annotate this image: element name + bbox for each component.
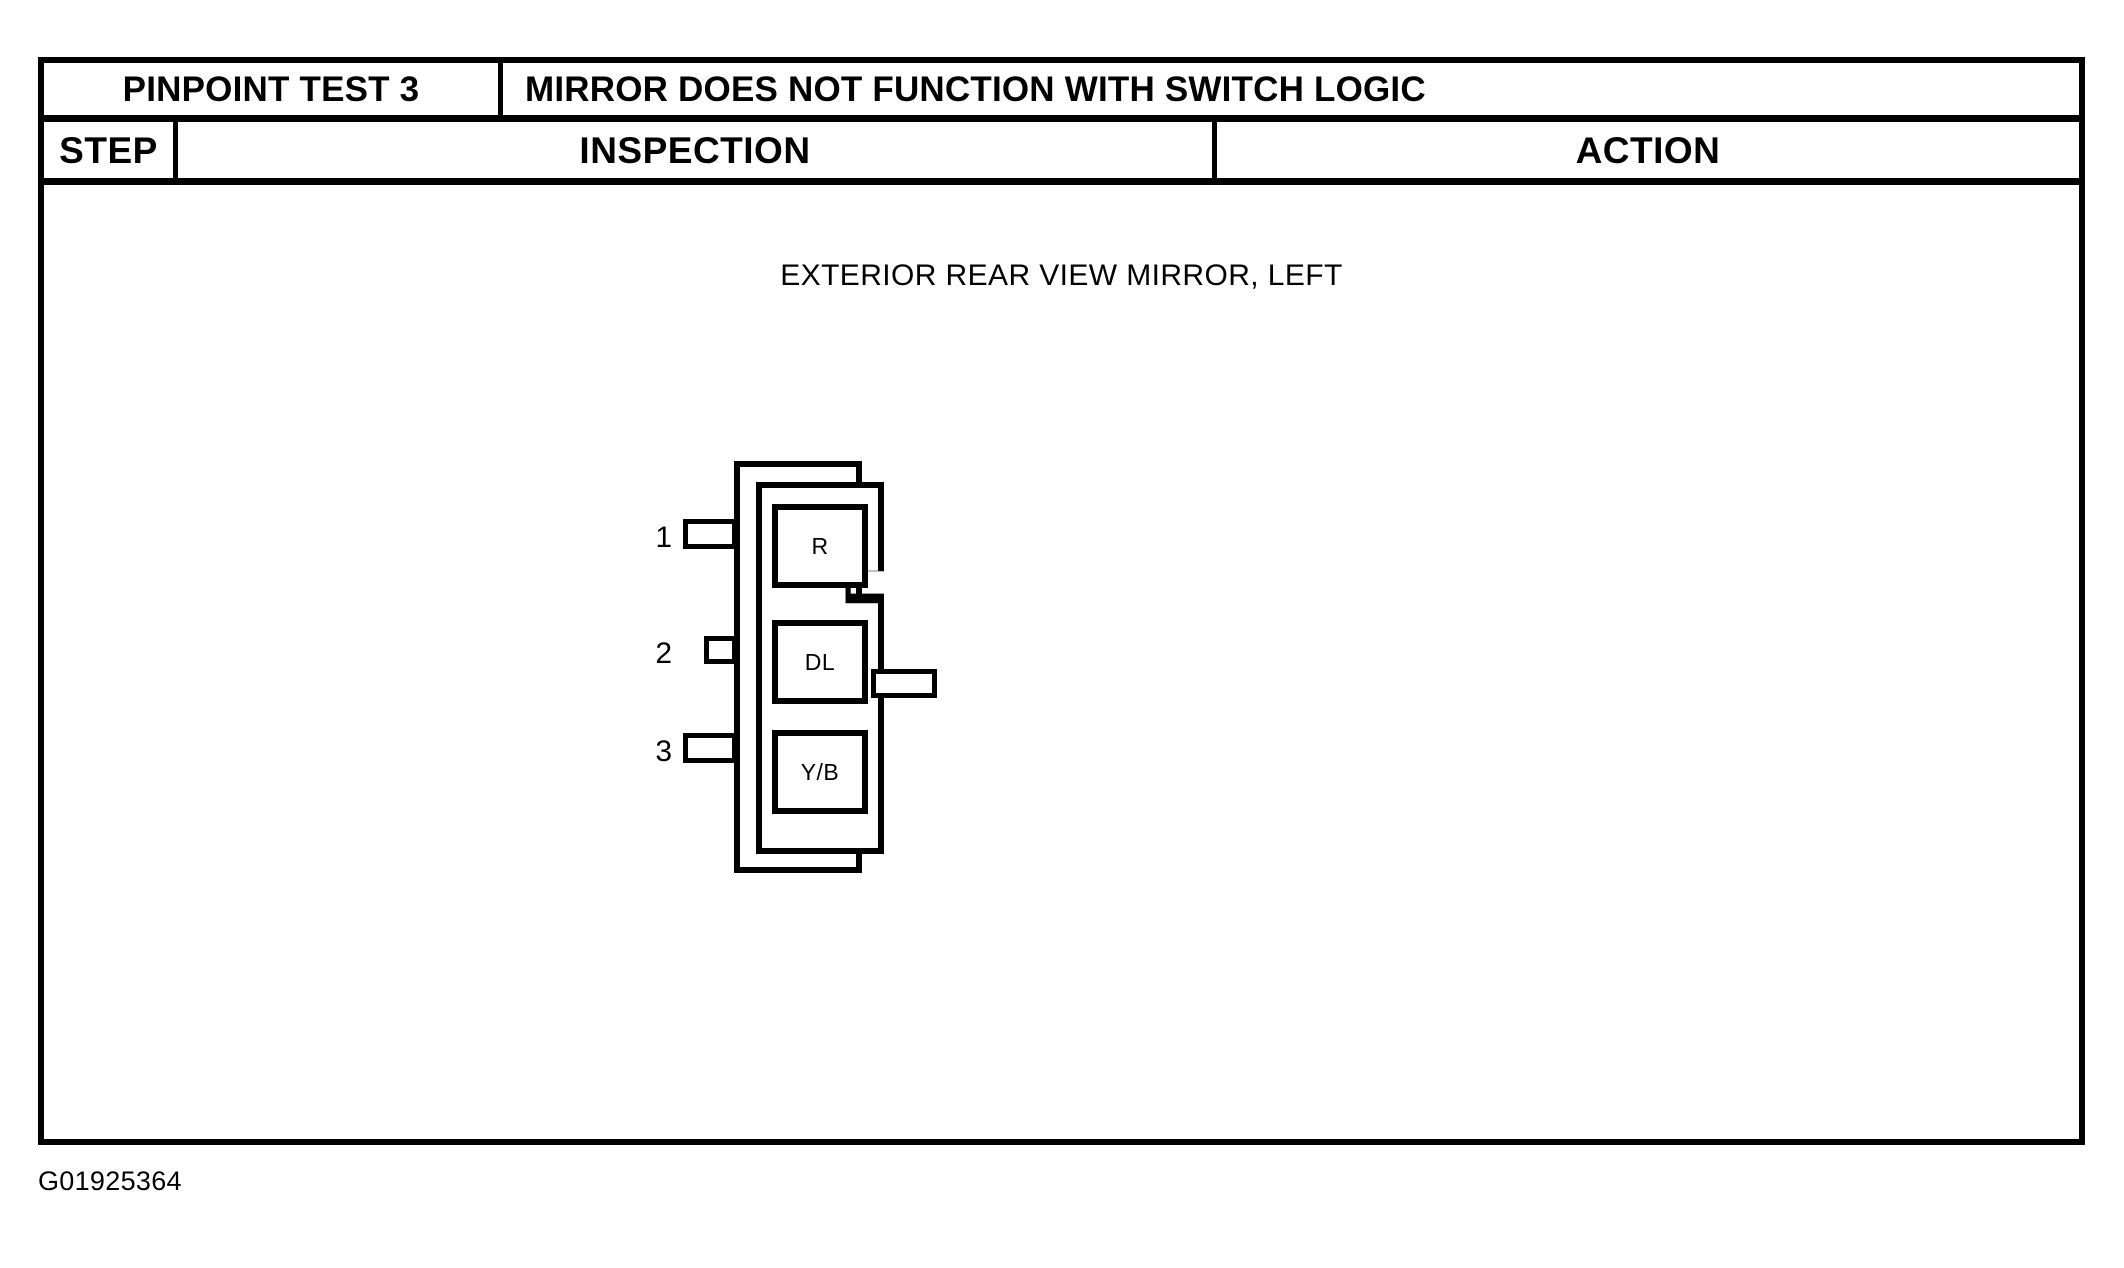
test-name-cell: MIRROR DOES NOT FUNCTION WITH SWITCH LOG… — [503, 63, 2079, 115]
column-header-inspection-label: INSPECTION — [579, 129, 811, 171]
column-header-step-label: STEP — [59, 129, 158, 171]
column-header-action: ACTION — [1217, 122, 2079, 178]
terminal-cavity-3: Y/B — [772, 730, 868, 814]
figure-id-label: G01925364 — [38, 1166, 182, 1196]
column-header-inspection: INSPECTION — [178, 122, 1217, 178]
table-body-row: EXTERIOR REAR VIEW MIRROR, LEFT 1 2 3 — [44, 185, 2079, 1139]
connector-locking-tab — [871, 669, 937, 698]
terminal-circuit-label-3: Y/B — [800, 758, 840, 785]
pinpoint-test-table: PINPOINT TEST 3 MIRROR DOES NOT FUNCTION… — [38, 57, 2085, 1145]
pin-tab-2 — [704, 636, 737, 664]
terminal-circuit-label-2: DL — [804, 648, 836, 675]
diagram-caption: EXTERIOR REAR VIEW MIRROR, LEFT — [44, 259, 2079, 293]
connector-diagram: 1 2 3 R DL — [638, 447, 968, 887]
pin-number-2: 2 — [655, 637, 672, 670]
pin-number-3: 3 — [655, 735, 672, 768]
test-number-cell: PINPOINT TEST 3 — [44, 63, 503, 115]
pin-number-1: 1 — [655, 521, 672, 554]
pin-tab-1 — [683, 519, 737, 549]
test-name-label: MIRROR DOES NOT FUNCTION WITH SWITCH LOG… — [525, 69, 1426, 109]
pin-tab-3 — [683, 733, 737, 763]
test-number-label: PINPOINT TEST 3 — [122, 69, 420, 109]
terminal-cavity-2: DL — [772, 620, 868, 704]
table-column-header-row: STEP INSPECTION ACTION — [44, 122, 2079, 185]
terminal-circuit-label-1: R — [811, 532, 829, 559]
column-header-step: STEP — [44, 122, 178, 178]
terminal-cavity-1: R — [772, 504, 868, 588]
column-header-action-label: ACTION — [1575, 129, 1721, 171]
diagram-caption-text: EXTERIOR REAR VIEW MIRROR, LEFT — [780, 259, 1343, 292]
table-title-row: PINPOINT TEST 3 MIRROR DOES NOT FUNCTION… — [44, 63, 2079, 122]
